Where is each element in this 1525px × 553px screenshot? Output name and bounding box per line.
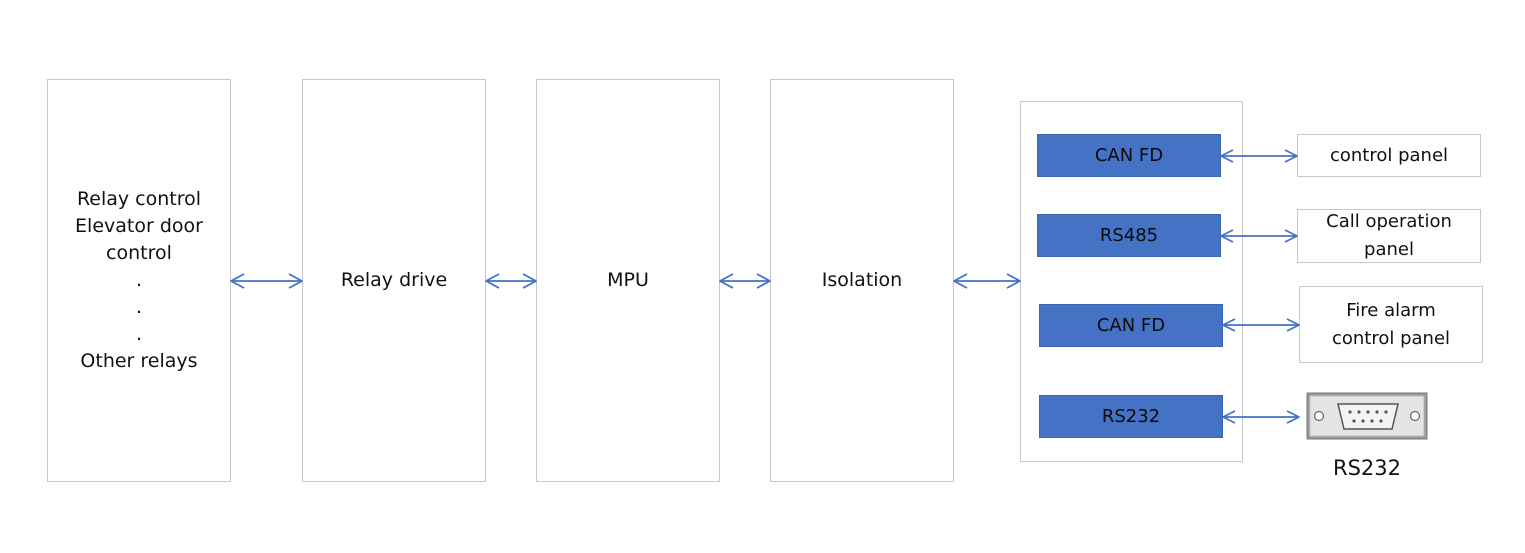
interface-can-fd-2: CAN FD [1039, 304, 1223, 347]
relay-control-line: . [135, 269, 143, 291]
rs232-connector-label: RS232 [1333, 456, 1402, 480]
relay-control-line: Other relays [80, 350, 198, 372]
relay-drive-label: Relay drive [340, 269, 448, 291]
fire-alarm-control-panel-label: Fire alarm control panel [1331, 299, 1451, 349]
interface-label: CAN FD [1094, 145, 1164, 166]
relay-control-text: Relay control Elevator door control . . … [75, 186, 203, 375]
isolation-block: Isolation [770, 79, 954, 482]
relay-control-line: . [135, 296, 143, 318]
call-operation-panel-label: Call operation panel [1326, 211, 1452, 260]
call-operation-panel-box: Call operation panel [1297, 209, 1481, 263]
interface-label: CAN FD [1096, 315, 1166, 336]
relay-control-line: Relay control [76, 188, 202, 210]
mpu-block: MPU [536, 79, 720, 482]
interface-label: RS485 [1099, 225, 1159, 246]
interface-rs232: RS232 [1039, 395, 1223, 438]
interface-label: RS232 [1101, 406, 1161, 427]
relay-control-block: Relay control Elevator door control . . … [47, 79, 231, 482]
mpu-label: MPU [607, 269, 649, 291]
control-panel-box: control panel [1297, 134, 1481, 177]
relay-control-line: Elevator door [75, 215, 203, 237]
isolation-label: Isolation [821, 269, 903, 291]
interface-rs485: RS485 [1037, 214, 1221, 257]
relay-control-line: control [106, 242, 172, 264]
db9-serial-connector-icon [1306, 392, 1428, 440]
control-panel-label: control panel [1329, 144, 1449, 166]
fire-alarm-control-panel-box: Fire alarm control panel [1299, 286, 1483, 363]
relay-control-line: . [135, 323, 143, 345]
relay-drive-block: Relay drive [302, 79, 486, 482]
